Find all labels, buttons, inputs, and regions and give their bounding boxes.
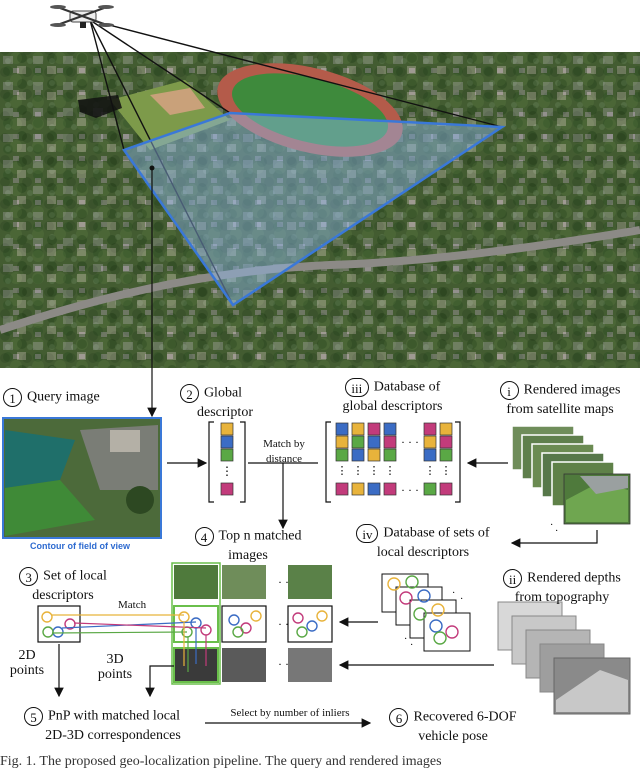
global-descriptor-vector: ⋮ (208, 421, 246, 503)
svg-text:·: · (555, 526, 558, 537)
select-by-inliers-label: Select by number of inliers (230, 707, 350, 719)
match-by-line2: distance (265, 453, 303, 465)
2d-points-label: 2D points (2, 648, 52, 678)
top-n-line1: Top n matched (218, 528, 302, 544)
database-local-line2: local descriptors (376, 545, 470, 560)
svg-text:⋮: ⋮ (425, 465, 436, 477)
svg-text:·: · (452, 588, 455, 599)
svg-text:·: · (410, 640, 413, 651)
step-1-label: 1 Query image (3, 388, 100, 407)
step-3-number: 3 (19, 567, 39, 586)
svg-text:·: · (404, 634, 407, 645)
figure-caption: Fig. 1. The proposed geo-localization pi… (0, 754, 442, 769)
pipeline-diagram: ⋮ · · · · · · ⋮ ⋮ ⋮ ⋮ ⋮ ⋮ (2, 370, 631, 728)
3d-line2: points (97, 667, 133, 682)
step-1-number: 1 (3, 388, 22, 407)
pose-line1: Recovered 6-DOF (413, 709, 517, 725)
pnp-line1: PnP with matched local (47, 708, 181, 724)
step-iii-number: iii (344, 378, 369, 397)
rendered-satellite-images-stack: · · (511, 425, 631, 537)
svg-text:⋮: ⋮ (385, 465, 396, 477)
database-global-line1: Database of (373, 379, 441, 395)
2d-line1: 2D (18, 648, 36, 663)
2d-line2: points (9, 663, 45, 678)
set-local-line2: descriptors (32, 588, 94, 603)
aerial-map-figure (0, 5, 640, 370)
set-local-line1: Set of local (43, 568, 107, 584)
svg-text:⋮: ⋮ (337, 465, 348, 477)
road (0, 226, 640, 334)
query-local-descriptors-box (37, 605, 81, 643)
rendered-depths-stack (497, 601, 631, 715)
local-descriptor-database-stack: · · · · (381, 573, 471, 652)
query-image-label: Query image (27, 389, 100, 405)
match-by-distance-label: Match by distance (252, 437, 316, 467)
step-4-number: 4 (194, 527, 214, 546)
top-n-line2: images (228, 548, 268, 563)
global-descriptor-database: · · · · · · ⋮ ⋮ ⋮ ⋮ ⋮ ⋮ (325, 421, 461, 503)
pose-line2: vehicle pose (418, 729, 488, 744)
step-5-number: 5 (23, 707, 43, 726)
3d-line1: 3D (106, 652, 124, 667)
rendered-depths-line1: Rendered depths (527, 570, 621, 586)
query-image (2, 417, 162, 539)
global-descriptor-line1: Global (203, 385, 243, 401)
database-local-line1: Database of sets of (383, 525, 490, 541)
fov-caption: Contour of field of view (30, 541, 130, 551)
svg-text:⋮: ⋮ (221, 464, 233, 478)
step-iv-number: iv (356, 524, 379, 543)
match-label: Match (118, 599, 147, 611)
step-6-number: 6 (389, 708, 409, 727)
rendered-depths-line2: from topography (514, 590, 610, 605)
step-i-number: i (499, 381, 519, 400)
match-by-line1: Match by (263, 438, 305, 450)
svg-text:·: · (460, 594, 463, 605)
rendered-images-line2: from satellite maps (506, 402, 614, 417)
svg-text:⋮: ⋮ (353, 465, 364, 477)
field-of-view-polygon (122, 111, 506, 307)
3d-points-label: 3D points (90, 652, 140, 682)
step-2-number: 2 (179, 384, 199, 403)
rendered-images-line1: Rendered images (523, 382, 621, 398)
svg-text:· · ·: · · · (401, 435, 419, 449)
svg-text:·: · (550, 520, 553, 531)
global-descriptor-line2: descriptor (197, 405, 253, 420)
pnp-line2: 2D-3D correspondences (45, 728, 181, 743)
step-ii-number: ii (503, 569, 523, 588)
svg-text:· · ·: · · · (401, 483, 419, 497)
svg-text:⋮: ⋮ (369, 465, 380, 477)
drone-icon (50, 5, 114, 28)
svg-text:⋮: ⋮ (441, 465, 452, 477)
database-global-line2: global descriptors (342, 399, 443, 414)
